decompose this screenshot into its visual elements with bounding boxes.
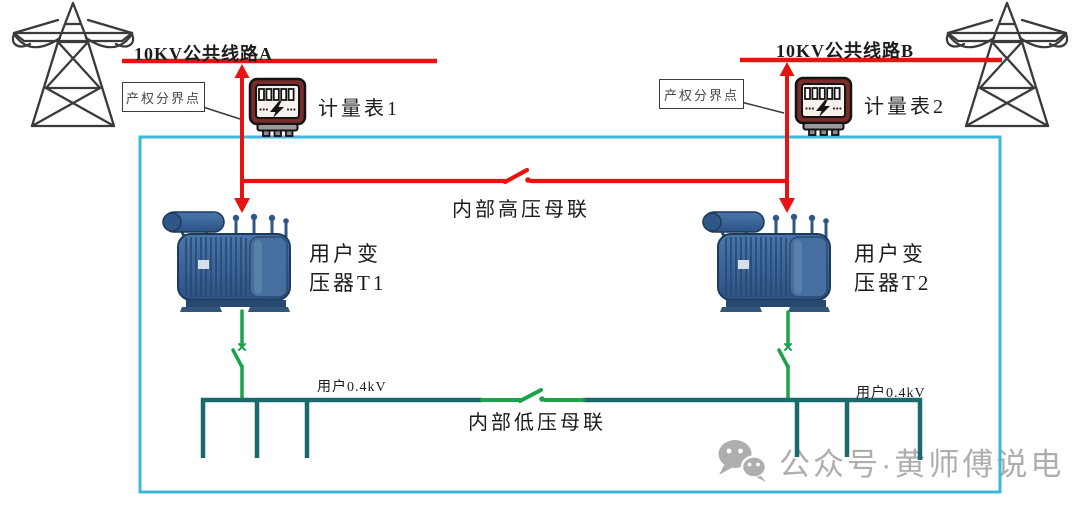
hv-tie-label: 内部高压母联 [452, 199, 590, 221]
meter2-icon [794, 76, 853, 136]
transformer2-label: 用户变 压器T2 [854, 240, 931, 298]
boundary-pointer-right [740, 101, 785, 114]
hv-switch-blade-icon [502, 167, 530, 185]
hv-switch-contact [525, 177, 531, 183]
boundary-box-left: 产权分界点 [122, 82, 205, 112]
transformer1-label-line2: 压器T1 [309, 271, 387, 295]
line-b-label: 10KV公共线路B [776, 41, 915, 61]
meter1-icon [248, 77, 307, 137]
transformer2-image [702, 211, 831, 312]
boundary-box-right: 产权分界点 [659, 79, 744, 109]
hv-bus-tie [239, 167, 790, 185]
lightning-bolt-icon [816, 100, 830, 117]
lv-feeder-right [777, 310, 792, 402]
lv-switch-blade-left-icon [231, 348, 244, 369]
lv-tie-switch-contact [539, 396, 545, 402]
meter1-label: 计量表1 [318, 98, 400, 120]
lv-bus-tie [480, 388, 585, 403]
boundary-pointer-left [202, 106, 241, 120]
transformer1-image [162, 211, 291, 312]
transformer1-label-line1: 用户变 [309, 242, 381, 266]
left-tower-icon [11, 1, 135, 128]
boundary-label-right: 产权分界点 [663, 87, 739, 103]
lv-switch-blade-right-icon [777, 348, 790, 369]
right-tower-icon [945, 1, 1069, 128]
lv-feeder-left [231, 309, 246, 402]
lightning-bolt-icon [270, 101, 284, 118]
line-a-label: 10KV公共线路A [134, 44, 273, 64]
transformer2-label-line2: 压器T2 [854, 271, 932, 295]
lv-bus-right [583, 397, 923, 460]
service-drop-left [234, 64, 250, 213]
lv-voltage-label-left: 用户0.4kV [317, 380, 387, 395]
meter2-label: 计量表2 [864, 96, 946, 118]
lv-bus-left [200, 397, 482, 458]
transformer2-label-line1: 用户变 [854, 242, 926, 266]
switch-contact-mark [784, 343, 792, 351]
transformer1-label: 用户变 压器T1 [309, 240, 386, 298]
switch-contact-mark [238, 343, 246, 351]
lv-tie-label: 内部低压母联 [468, 412, 606, 434]
boundary-label-left: 产权分界点 [125, 90, 201, 106]
lv-voltage-label-right: 用户0.4kV [856, 386, 926, 401]
lv-tie-switch-blade-icon [518, 388, 543, 403]
service-drop-right [779, 62, 795, 213]
wechat-icon [718, 440, 768, 482]
customer-area-border [138, 135, 1002, 494]
